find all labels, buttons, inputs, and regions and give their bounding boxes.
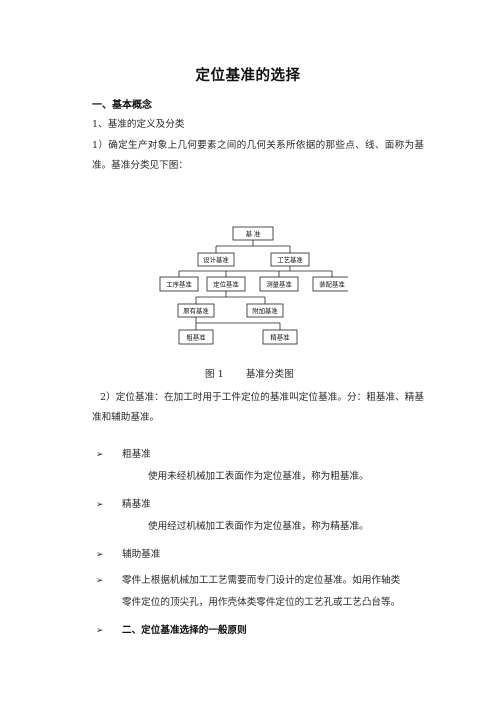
auxiliary-description-line2: 零件定位的顶尖孔，用作壳体类零件定位的工艺孔或工艺凸台等。 [122, 597, 401, 608]
diagram-node-rough-datum: 粗基准 [178, 329, 214, 345]
page-title: 定位基准的选择 [195, 68, 301, 84]
bullet-fine-datum: ➢ 精基准 [96, 496, 151, 510]
bullet-auxiliary-description: ➢ 零件上根据机械加工工艺需要而专门设计的定位基准。如用作轴类 [96, 572, 400, 586]
diagram-node-assembly-datum: 装配基准 [312, 276, 348, 292]
figure-caption-text: 基准分类图 [245, 369, 294, 380]
paragraph-locating-datum: 2）定位基准：在加工时用于工件定位的基准叫定位基准。分：粗基准、精基准和辅助基准… [92, 392, 424, 423]
diagram-node-locating-datum: 定位基准 [206, 276, 246, 292]
section-heading-basic-concepts: 一、基本概念 [92, 100, 152, 111]
diagram-node-design-datum: 设计基准 [197, 252, 235, 267]
section-heading-general-principles: ➢ 二、定位基准选择的一般原则 [96, 622, 247, 636]
svg-text:附加基准: 附加基准 [252, 306, 278, 315]
svg-text:装配基准: 装配基准 [319, 280, 345, 289]
bullet-auxiliary-datum: ➢ 辅助基准 [96, 546, 160, 560]
svg-text:设计基准: 设计基准 [203, 255, 229, 264]
diagram-connectors [178, 240, 333, 330]
arrow-bullet-icon: ➢ [96, 626, 104, 636]
bullet-description: 使用未经机械加工表面作为定位基准，称为粗基准。 [148, 471, 369, 482]
diagram-node-operation-datum: 工序基准 [159, 276, 199, 292]
bullet-rough-datum: ➢ 粗基准 [96, 446, 151, 460]
bullet-label: 精基准 [122, 499, 151, 510]
svg-text:工序基准: 工序基准 [166, 280, 192, 289]
diagram-node-measuring-datum: 测量基准 [259, 276, 299, 292]
bullet-description: 使用经过机械加工表面作为定位基准，称为精基准。 [148, 521, 369, 532]
figure-caption: 图 1 基准分类图 [205, 366, 294, 380]
svg-text:原有基准: 原有基准 [183, 306, 209, 315]
subheading-definition: 1、基准的定义及分类 [92, 119, 185, 130]
svg-text:粗基准: 粗基准 [186, 333, 206, 342]
auxiliary-description-line1: 零件上根据机械加工工艺需要而专门设计的定位基准。如用作轴类 [122, 575, 401, 586]
svg-text:定位基准: 定位基准 [213, 280, 239, 289]
diagram-node-original-datum: 原有基准 [177, 303, 215, 318]
section-heading-text: 二、定位基准选择的一般原则 [122, 625, 247, 636]
bullet-label: 粗基准 [122, 449, 151, 460]
diagram-node-root: 基 准 [232, 226, 274, 241]
arrow-bullet-icon: ➢ [96, 450, 104, 460]
svg-text:精基准: 精基准 [270, 333, 290, 342]
svg-text:工艺基准: 工艺基准 [277, 255, 303, 264]
bullet-label: 辅助基准 [122, 549, 161, 560]
diagram-node-fine-datum: 精基准 [262, 329, 298, 345]
diagram-node-additional-datum: 附加基准 [246, 303, 284, 318]
svg-text:基 准: 基 准 [246, 229, 261, 238]
diagram-node-process-datum: 工艺基准 [270, 252, 310, 267]
paragraph-definition: 1）确定生产对象上几何要素之间的几何关系所依据的那些点、线、面称为基准。基准分类… [92, 140, 424, 171]
arrow-bullet-icon: ➢ [96, 550, 104, 560]
datum-classification-diagram: 基 准 设计基准 工艺基准 工序基准 定位基准 测量基准 装配基准 原 [159, 226, 348, 345]
figure-number: 图 1 [205, 369, 224, 380]
arrow-bullet-icon: ➢ [96, 576, 104, 586]
arrow-bullet-icon: ➢ [96, 500, 104, 510]
svg-text:测量基准: 测量基准 [266, 280, 292, 289]
